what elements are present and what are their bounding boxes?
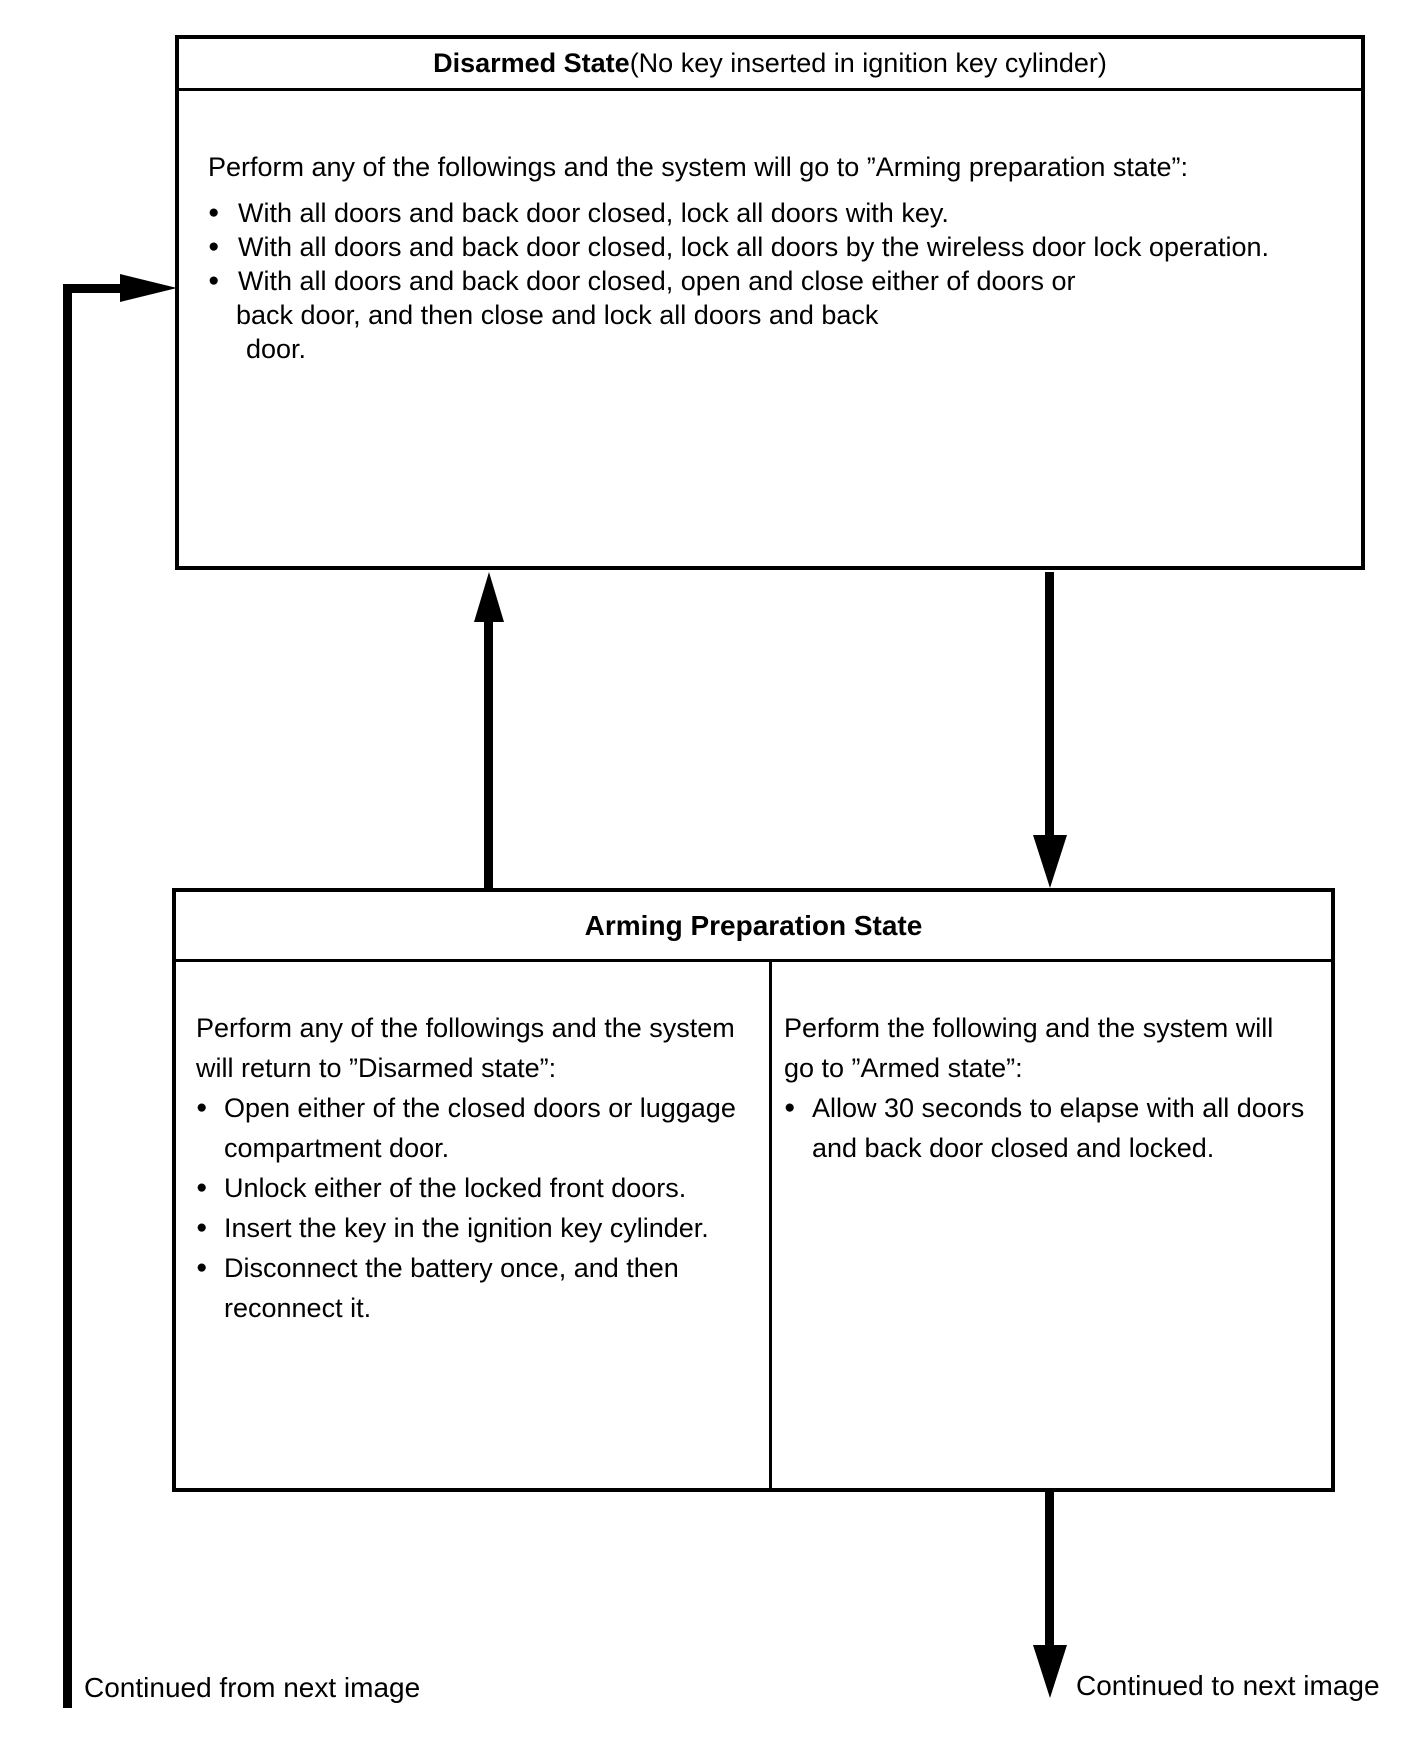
text-line: Allow 30 seconds to elapse with all door…	[812, 1093, 1305, 1123]
disarmed-bullet-2: ● With all doors and back door closed, l…	[208, 230, 1343, 264]
arrow-up-shaft	[484, 618, 493, 888]
return-connector-vertical-line	[63, 284, 72, 1708]
arming-left-bullet-2: ● Unlock either of the locked front door…	[196, 1168, 763, 1208]
arming-left-bullet-4: ● Disconnect the battery once, and then	[196, 1248, 763, 1288]
disarmed-state-body: Perform any of the followings and the sy…	[179, 91, 1361, 366]
arrowhead-up-icon	[474, 572, 504, 622]
arming-left-bullet-3: ● Insert the key in the ignition key cyl…	[196, 1208, 763, 1248]
text-line: With all doors and back door closed, loc…	[238, 232, 1270, 262]
text-line: Open either of the closed doors or lugga…	[224, 1093, 736, 1123]
bullet-icon: ●	[196, 1257, 208, 1278]
disarmed-bullet-1: ● With all doors and back door closed, l…	[208, 196, 1343, 230]
disarmed-bullet-3-cont-2: door.	[246, 334, 307, 364]
arming-preparation-title: Arming Preparation State	[584, 909, 923, 941]
arrowhead-down-icon	[1033, 1645, 1067, 1698]
arrowhead-right-icon	[120, 274, 177, 302]
arming-left-bullet-1-cont: compartment door.	[224, 1133, 450, 1163]
arming-right-column: Perform the following and the system wil…	[772, 962, 1331, 1492]
disarmed-state-header: Disarmed State (No key inserted in ignit…	[179, 39, 1361, 91]
disarmed-state-title: Disarmed State	[433, 48, 630, 78]
arming-left-bullet-1: ● Open either of the closed doors or lug…	[196, 1088, 763, 1128]
arrowhead-down-icon	[1033, 835, 1067, 888]
text-line: With all doors and back door closed, loc…	[238, 198, 949, 228]
arming-right-bullet-1: ● Allow 30 seconds to elapse with all do…	[784, 1088, 1325, 1128]
text-line: Insert the key in the ignition key cylin…	[224, 1213, 709, 1243]
arming-left-bullet-4-cont: reconnect it.	[224, 1293, 372, 1323]
disarmed-state-box: Disarmed State (No key inserted in ignit…	[175, 35, 1365, 570]
text-line: Disconnect the battery once, and then	[224, 1253, 679, 1283]
disarmed-bullet-3: ● With all doors and back door closed, o…	[208, 264, 1343, 298]
arming-left-intro-2: will return to ”Disarmed state”:	[196, 1053, 557, 1083]
disarmed-bullet-3-cont-1: back door, and then close and lock all d…	[236, 300, 879, 330]
arming-left-column: Perform any of the followings and the sy…	[176, 962, 772, 1492]
arming-right-bullet-1-cont: and back door closed and locked.	[812, 1133, 1215, 1163]
bullet-icon: ●	[196, 1217, 208, 1238]
arming-columns: Perform any of the followings and the sy…	[176, 962, 1331, 1492]
return-connector-horizontal-line	[63, 284, 125, 293]
disarmed-state-title-note: (No key inserted in ignition key cylinde…	[629, 48, 1107, 78]
bullet-icon: ●	[196, 1177, 208, 1198]
arming-preparation-box: Arming Preparation State Perform any of …	[172, 888, 1335, 1492]
bullet-icon: ●	[208, 202, 220, 223]
continued-to-label: Continued to next image	[1076, 1670, 1380, 1701]
arming-right-intro-1: Perform the following and the system wil…	[784, 1013, 1274, 1043]
text-line: With all doors and back door closed, ope…	[238, 266, 1076, 296]
arming-right-intro-2: go to ”Armed state”:	[784, 1053, 1023, 1083]
bullet-icon: ●	[196, 1097, 208, 1118]
arrow-down-shaft	[1045, 572, 1054, 838]
bullet-icon: ●	[208, 236, 220, 257]
arming-preparation-header: Arming Preparation State	[176, 892, 1331, 962]
continued-from-label: Continued from next image	[84, 1672, 421, 1703]
continuation-arrow-shaft	[1045, 1492, 1054, 1647]
bullet-icon: ●	[784, 1097, 796, 1118]
arming-left-intro-1: Perform any of the followings and the sy…	[196, 1013, 735, 1043]
text-line: Unlock either of the locked front doors.	[224, 1173, 687, 1203]
disarmed-intro-line: Perform any of the followings and the sy…	[208, 152, 1188, 182]
bullet-icon: ●	[208, 270, 220, 291]
